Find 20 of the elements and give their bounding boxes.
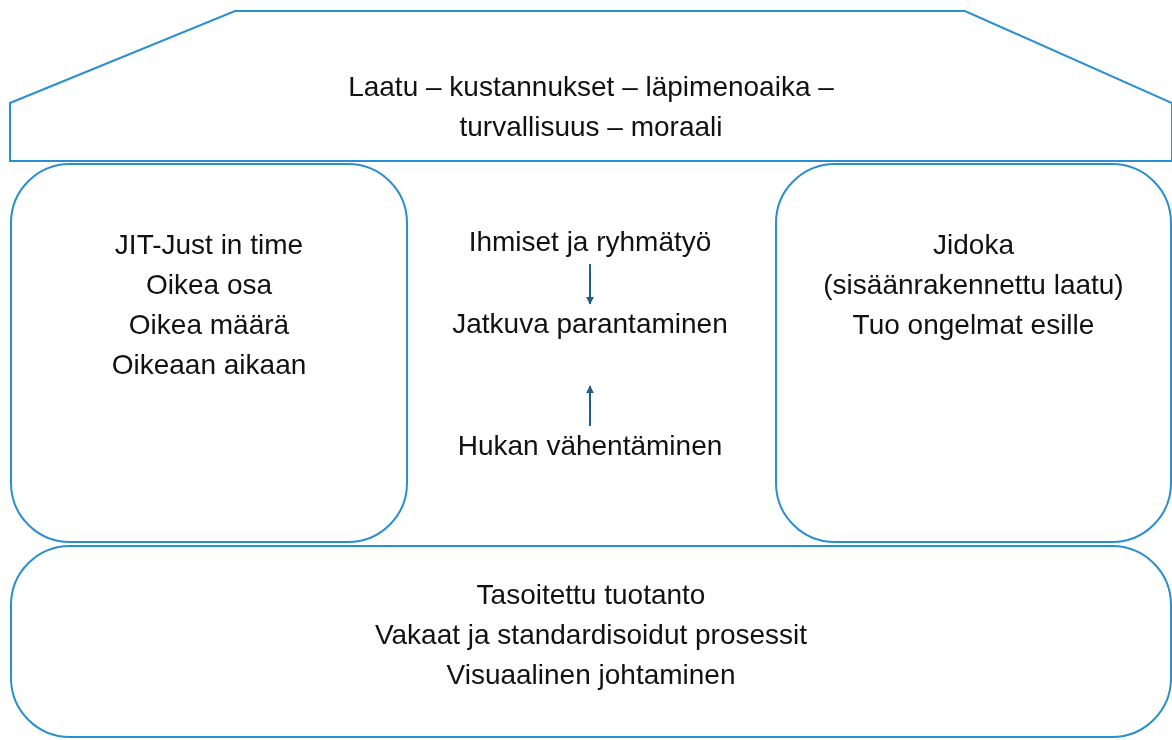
label-text: Jidoka xyxy=(933,228,1014,262)
label-text: Laatu – kustannukset – läpimenoaika – turvallisuus – moraali xyxy=(347,70,835,144)
label-text: Jatkuva parantaminen xyxy=(452,307,728,341)
arrow xyxy=(586,263,594,305)
arrow xyxy=(586,385,594,427)
label-text: Ihmiset ja ryhmätyö xyxy=(468,225,712,259)
label-text: (sisäänrakennettu laatu) xyxy=(823,268,1124,302)
label-text: JIT-Just in time xyxy=(114,228,304,262)
label-text: Vakaat ja standardisoidut prosessit xyxy=(374,618,808,652)
pillar-box xyxy=(775,163,1172,543)
label-text: Tasoitettu tuotanto xyxy=(476,578,706,612)
label-text: Oikea määrä xyxy=(128,308,290,342)
pillar-box xyxy=(10,163,408,543)
roof-shape xyxy=(9,10,1172,162)
label-text: Visuaalinen johtaminen xyxy=(446,658,736,692)
label-text: Tuo ongelmat esille xyxy=(852,308,1095,342)
label-text: Hukan vähentäminen xyxy=(457,429,723,463)
label-text: Oikea osa xyxy=(145,268,273,302)
foundation-box xyxy=(10,545,1172,738)
label-text: Oikeaan aikaan xyxy=(111,348,307,382)
